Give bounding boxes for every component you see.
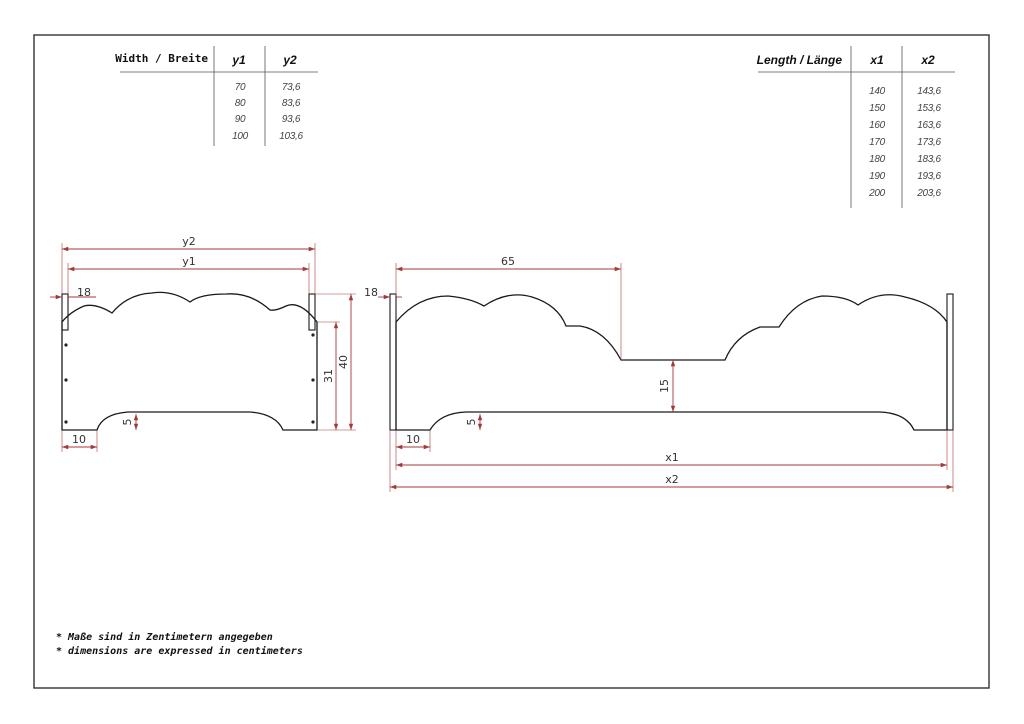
length-table-cell: 163,6 [917, 120, 941, 131]
thickness-dimension-label: 18 [77, 286, 91, 299]
side-right-post [308, 293, 316, 331]
width-table-header: Width / Breite [115, 52, 208, 65]
length-table-cell: 140 [869, 86, 886, 97]
length-table-header: Length / Länge [757, 53, 843, 67]
length-table-cell: 200 [868, 188, 886, 199]
width-table-col-y2: y2 [282, 53, 297, 67]
length-table: Length / Länge x1 x2 140 143,6 150 153,6… [757, 46, 955, 208]
width-table-cell: 103,6 [279, 131, 303, 142]
width-table-col-y1: y1 [231, 53, 246, 67]
note-german: * Maße sind in Zentimetern angegeben [56, 631, 273, 643]
screw-dot [64, 343, 68, 347]
x2-dimension-label: x2 [665, 473, 679, 486]
side-board-outline [61, 291, 318, 431]
leg-dimension-label: 10 [406, 433, 420, 446]
y2-dimension-label: y2 [182, 235, 196, 248]
sheet-border [33, 34, 990, 689]
width-table-cell: 73,6 [282, 82, 301, 93]
length-table-cell: 153,6 [917, 103, 941, 114]
length-table-cell: 203,6 [916, 188, 941, 199]
drop-dimension-label: 15 [658, 379, 671, 393]
width-table-cell: 80 [235, 98, 246, 109]
h-total-dimension-label: 40 [337, 355, 350, 369]
length-table-cell: 170 [869, 137, 886, 148]
length-table-cell: 160 [869, 120, 886, 131]
screw-dot [311, 378, 315, 382]
screw-dot [311, 420, 315, 424]
length-table-cell: 190 [869, 171, 886, 182]
arch-dimension-label: 5 [465, 419, 478, 426]
screw-dot [64, 420, 68, 424]
width-table-cell: 100 [232, 131, 249, 142]
width-table: Width / Breite y1 y2 70 73,6 80 83,6 90 … [115, 46, 318, 146]
leg-dimension-label: 10 [72, 433, 86, 446]
length-table-col-x2: x2 [920, 53, 935, 67]
length-table-cell: 180 [869, 154, 886, 165]
screw-dot [64, 378, 68, 382]
front-right-post [946, 293, 954, 431]
thickness-dimension-label: 18 [364, 286, 378, 299]
x1-dimension-label: x1 [665, 451, 679, 464]
width-table-cell: 90 [235, 114, 246, 125]
length-table-cell: 173,6 [917, 137, 941, 148]
side-left-post [61, 293, 69, 331]
front-panel-outline [395, 294, 948, 431]
note-english: * dimensions are expressed in centimeter… [56, 645, 303, 657]
y1-dimension-label: y1 [182, 255, 196, 268]
h-inner-dimension-label: 31 [322, 369, 335, 383]
screw-dot [311, 333, 315, 337]
width-table-cell: 70 [235, 82, 246, 93]
top-width-dimension-label: 65 [501, 255, 515, 268]
width-table-cell: 83,6 [282, 98, 301, 109]
length-table-cell: 183,6 [917, 154, 941, 165]
width-table-cell: 93,6 [282, 114, 301, 125]
length-table-col-x1: x1 [869, 53, 884, 67]
front-left-post [389, 293, 397, 431]
front-view: 65 18 15 5 10 x1 x2 [364, 255, 954, 492]
length-table-cell: 193,6 [917, 171, 941, 182]
length-table-cell: 143,6 [917, 86, 941, 97]
arch-dimension-label: 5 [121, 419, 134, 426]
side-view: y2 y1 18 31 40 10 5 [50, 235, 356, 452]
length-table-cell: 150 [869, 103, 886, 114]
